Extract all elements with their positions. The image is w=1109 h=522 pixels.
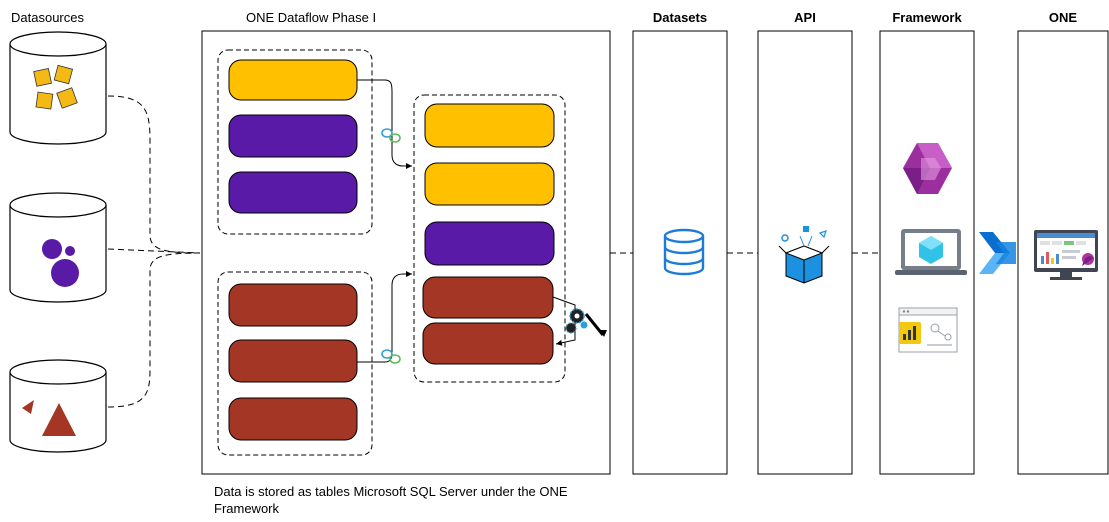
- squares-icon: [33, 64, 78, 110]
- one-column: [1017, 30, 1109, 475]
- source-group-top: [217, 49, 373, 235]
- database-cylinder-icon: [663, 228, 705, 276]
- circles-icon: [42, 239, 79, 287]
- gears-wrench-icon: [565, 308, 607, 337]
- power-apps-icon: [903, 143, 952, 194]
- merged-group: [413, 94, 566, 383]
- datasource-cylinder-1: [9, 31, 107, 145]
- table-brown-4: [422, 276, 554, 319]
- one-header: ONE: [1048, 10, 1078, 25]
- table-brown-5: [422, 322, 554, 365]
- table-brown-2: [228, 339, 358, 383]
- table-yellow-2: [424, 103, 555, 148]
- table-brown-1: [228, 283, 358, 327]
- dataflow-container: [201, 30, 611, 475]
- table-purple-3: [424, 221, 555, 266]
- power-bi-report-icon: [898, 307, 958, 353]
- storage-caption: Data is stored as tables Microsoft SQL S…: [214, 484, 568, 516]
- dataflow-label: ONE Dataflow Phase I: [246, 10, 377, 25]
- azure-devops-pipelines-icon: [979, 232, 1016, 274]
- framework-column: [879, 30, 975, 475]
- table-purple-2: [228, 171, 358, 214]
- link-icon: [381, 349, 401, 364]
- triangles-icon: [22, 400, 76, 436]
- api-box-icon: [778, 226, 830, 284]
- source-group-bottom: [217, 271, 373, 456]
- link-icon: [381, 128, 401, 143]
- datasource-cylinder-3: [9, 359, 107, 453]
- table-yellow-1: [228, 59, 358, 101]
- framework-header: Framework: [892, 10, 962, 25]
- table-yellow-3: [424, 162, 555, 206]
- source-connectors: [107, 95, 880, 408]
- api-column: [757, 30, 853, 475]
- table-brown-3: [228, 397, 358, 441]
- api-header: API: [794, 10, 816, 25]
- azure-monitor-icon: [895, 229, 967, 275]
- datasets-column: [632, 30, 728, 475]
- datasets-header: Datasets: [652, 10, 708, 25]
- dashboard-monitor-icon: [1034, 230, 1098, 280]
- datasource-cylinder-2: [9, 192, 107, 303]
- datasources-label: Datasources: [11, 10, 84, 25]
- table-purple-1: [228, 114, 358, 158]
